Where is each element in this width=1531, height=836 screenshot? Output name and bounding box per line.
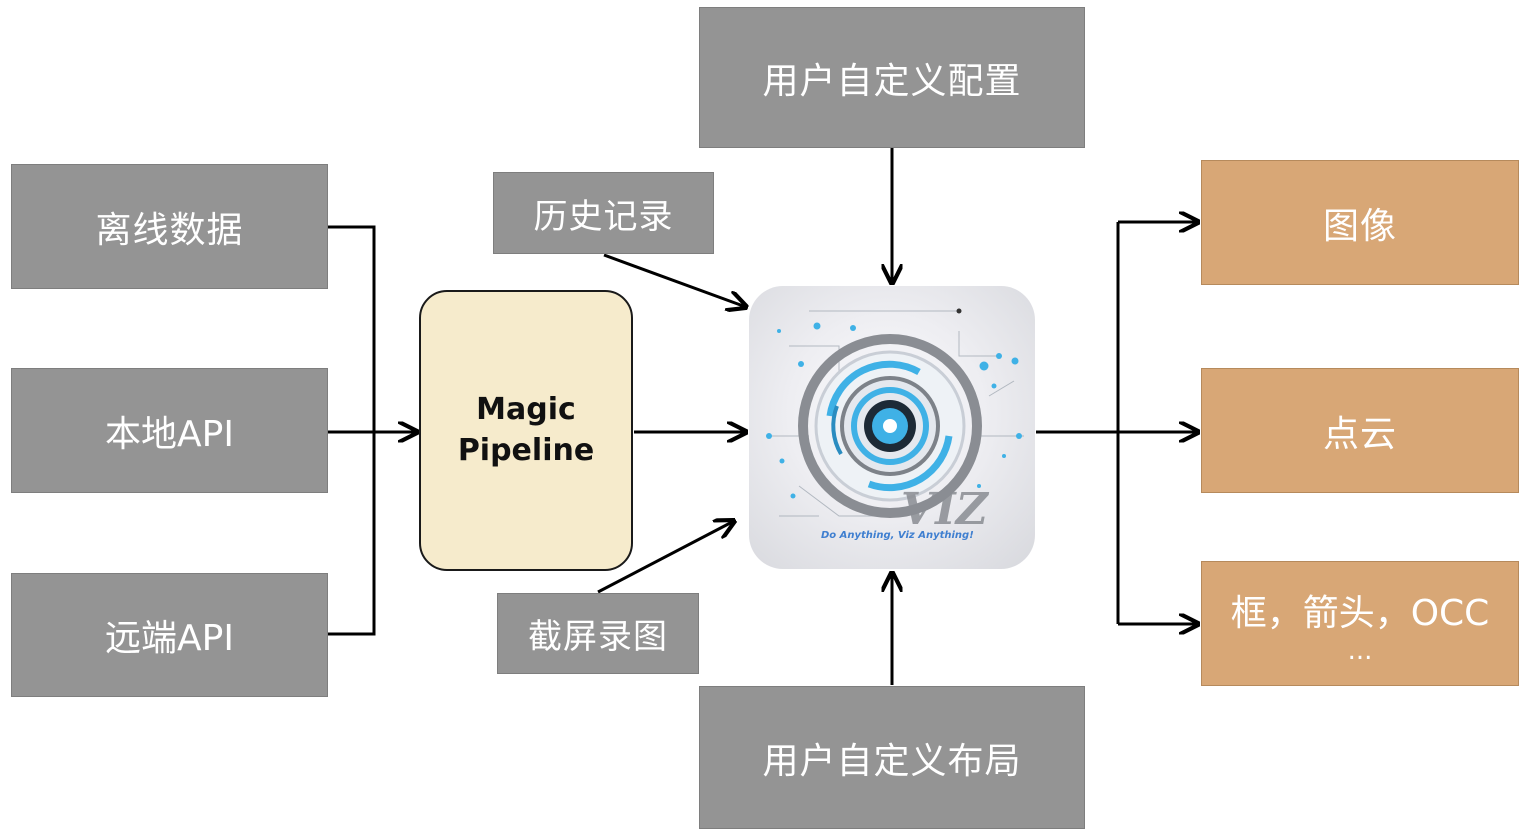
input-bracket-top <box>328 225 376 432</box>
boxes-output-label: 框，箭头，OCC <box>1230 592 1490 634</box>
remote-api-box: 远端API <box>11 573 328 697</box>
offline-data-label: 离线数据 <box>95 209 244 251</box>
local-api-label: 本地API <box>105 413 234 455</box>
boxes-output-more: ... <box>1347 635 1373 666</box>
custom-config-label: 用户自定义配置 <box>762 60 1022 102</box>
custom-layout-box: 用户自定义布局 <box>699 686 1085 829</box>
history-box: 历史记录 <box>493 172 714 254</box>
arrow-history-to-viz <box>603 253 746 307</box>
arrow-screenshot-to-viz <box>597 521 734 594</box>
pipeline-line1: Magic <box>476 392 576 427</box>
custom-config-box: 用户自定义配置 <box>699 7 1085 148</box>
pipeline-line2: Pipeline <box>457 432 595 468</box>
image-output-label: 图像 <box>1322 205 1397 247</box>
viz-wordmark: VIZ <box>901 484 990 535</box>
history-label: 历史记录 <box>533 196 674 237</box>
pointcloud-output-box: 点云 <box>1201 368 1519 493</box>
viz-logo: VIZ Do Anything, Viz Anything! <box>749 286 1035 569</box>
pointcloud-output-label: 点云 <box>1322 413 1397 455</box>
viz-tagline: Do Anything, Viz Anything! <box>821 530 974 541</box>
input-bracket-bottom <box>328 432 376 636</box>
boxes-output-box: 框，箭头，OCC ... <box>1201 561 1519 686</box>
remote-api-label: 远端API <box>105 618 234 659</box>
offline-data-box: 离线数据 <box>11 164 328 289</box>
image-output-box: 图像 <box>1201 160 1519 285</box>
magic-pipeline-box: Magic Pipeline <box>419 290 633 571</box>
local-api-box: 本地API <box>11 368 328 493</box>
screenshot-label: 截屏录图 <box>528 617 668 657</box>
custom-layout-label: 用户自定义布局 <box>762 740 1022 782</box>
screenshot-box: 截屏录图 <box>497 593 699 674</box>
viz-logo-graphic: VIZ Do Anything, Viz Anything! <box>766 308 1024 541</box>
